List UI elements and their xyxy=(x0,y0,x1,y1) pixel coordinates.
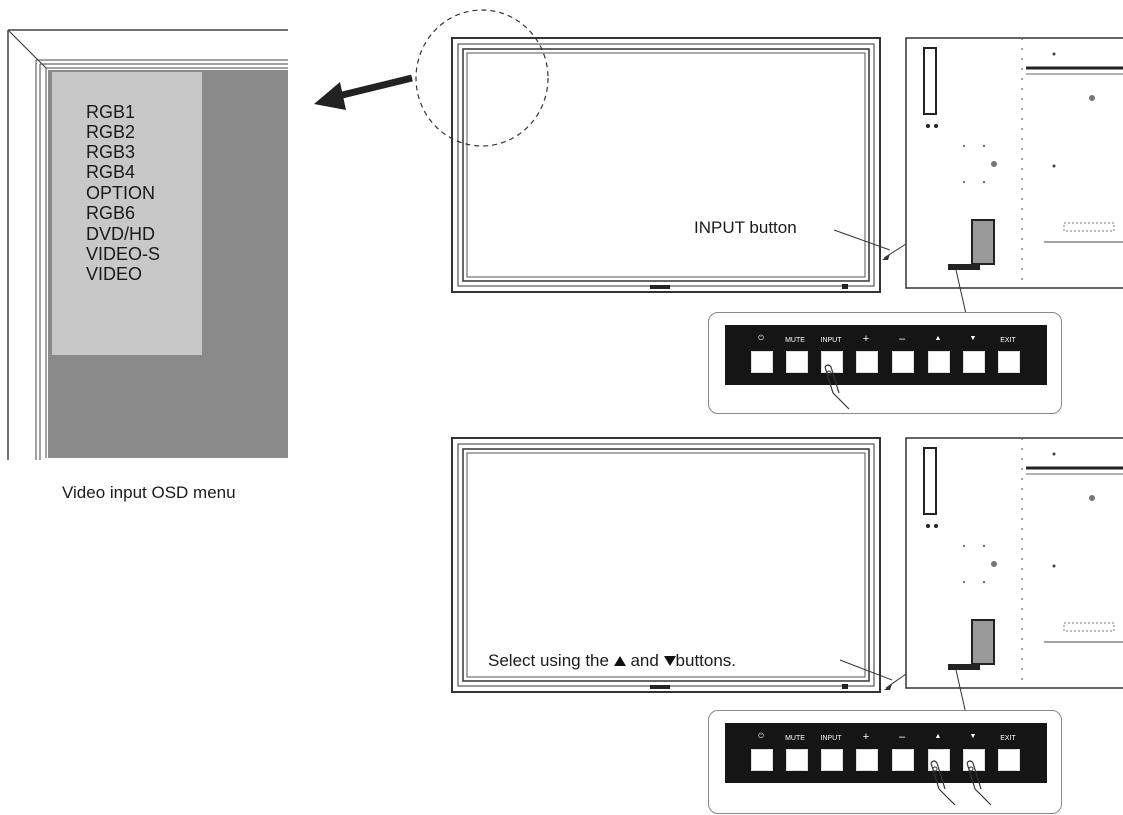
mute-button[interactable] xyxy=(786,749,808,771)
zoom-circle xyxy=(415,9,549,147)
osd-item-video-s: VIDEO-S xyxy=(86,244,161,264)
power-icon: ⏻ xyxy=(758,335,764,342)
up-button[interactable] xyxy=(928,351,950,373)
plus-button[interactable] xyxy=(856,351,878,373)
pointing-hand-icon xyxy=(966,760,992,806)
plus-button[interactable] xyxy=(856,749,878,771)
power-button[interactable] xyxy=(751,351,773,373)
select-and: and xyxy=(630,651,659,670)
osd-item-rgb3: RGB3 xyxy=(86,142,136,162)
arrow-icon xyxy=(314,74,413,110)
up-triangle-icon: ▲ xyxy=(934,335,942,342)
power-icon: ⏻ xyxy=(758,733,764,740)
down-button[interactable] xyxy=(963,351,985,373)
minus-label: – xyxy=(898,333,906,345)
plus-label: + xyxy=(862,333,870,345)
osd-item-rgb4: RGB4 xyxy=(86,162,136,182)
monitor-rear-bottom xyxy=(905,437,1123,689)
up-triangle-icon xyxy=(613,656,626,666)
select-prefix: Select using the xyxy=(488,651,609,670)
select-suffix: buttons. xyxy=(675,651,737,670)
exit-button[interactable] xyxy=(998,351,1020,373)
input-button[interactable] xyxy=(821,351,843,373)
osd-item-video: VIDEO xyxy=(86,264,143,284)
osd-caption: Video input OSD menu xyxy=(62,483,236,502)
callout-line-bottom xyxy=(839,659,907,690)
mute-button[interactable] xyxy=(786,351,808,373)
down-triangle-icon: ▼ xyxy=(969,733,977,740)
control-panel-bar: ⏻ MUTE INPUT + – ▲ ▼ EXIT xyxy=(725,325,1047,385)
control-panel-top: ⏻ MUTE INPUT + – ▲ ▼ EXIT xyxy=(708,312,1062,414)
osd-item-option: OPTION xyxy=(86,183,156,203)
input-label: INPUT xyxy=(820,735,842,742)
down-triangle-icon: ▼ xyxy=(969,335,977,342)
exit-label: EXIT xyxy=(1000,735,1016,742)
mute-label: MUTE xyxy=(785,337,805,344)
down-button[interactable] xyxy=(963,749,985,771)
plus-label: + xyxy=(862,731,870,743)
rear-to-panel-line xyxy=(955,269,967,315)
input-button-callout: INPUT button xyxy=(694,218,797,238)
osd-item-rgb6: RGB6 xyxy=(86,203,136,223)
minus-label: – xyxy=(898,731,906,743)
control-panel-bar: ⏻ MUTE INPUT + – ▲ ▼ EXIT xyxy=(725,723,1047,783)
osd-item-rgb2: RGB2 xyxy=(86,122,136,142)
monitor-front-drawing-bottom xyxy=(451,437,881,693)
exit-label: EXIT xyxy=(1000,337,1016,344)
input-label: INPUT xyxy=(820,337,842,344)
minus-button[interactable] xyxy=(892,351,914,373)
monitor-rear-top xyxy=(905,37,1123,289)
exit-button[interactable] xyxy=(998,749,1020,771)
input-button[interactable] xyxy=(821,749,843,771)
osd-item-dvd-hd: DVD/HD xyxy=(86,224,156,244)
rear-to-panel-line-bottom xyxy=(955,669,967,715)
osd-item-rgb1: RGB1 xyxy=(86,102,136,122)
down-triangle-icon xyxy=(663,656,676,666)
monitor-front-drawing xyxy=(451,37,881,293)
osd-menu-panel xyxy=(52,72,202,355)
mute-label: MUTE xyxy=(785,735,805,742)
callout-line xyxy=(833,229,907,260)
pointing-hand-icon xyxy=(824,364,850,410)
power-button[interactable] xyxy=(751,749,773,771)
pointing-hand-icon xyxy=(930,760,956,806)
minus-button[interactable] xyxy=(892,749,914,771)
up-triangle-icon: ▲ xyxy=(934,733,942,740)
control-panel-bottom: ⏻ MUTE INPUT + – ▲ ▼ EXIT xyxy=(708,710,1062,814)
select-callout: Select using the and buttons. xyxy=(488,651,737,671)
